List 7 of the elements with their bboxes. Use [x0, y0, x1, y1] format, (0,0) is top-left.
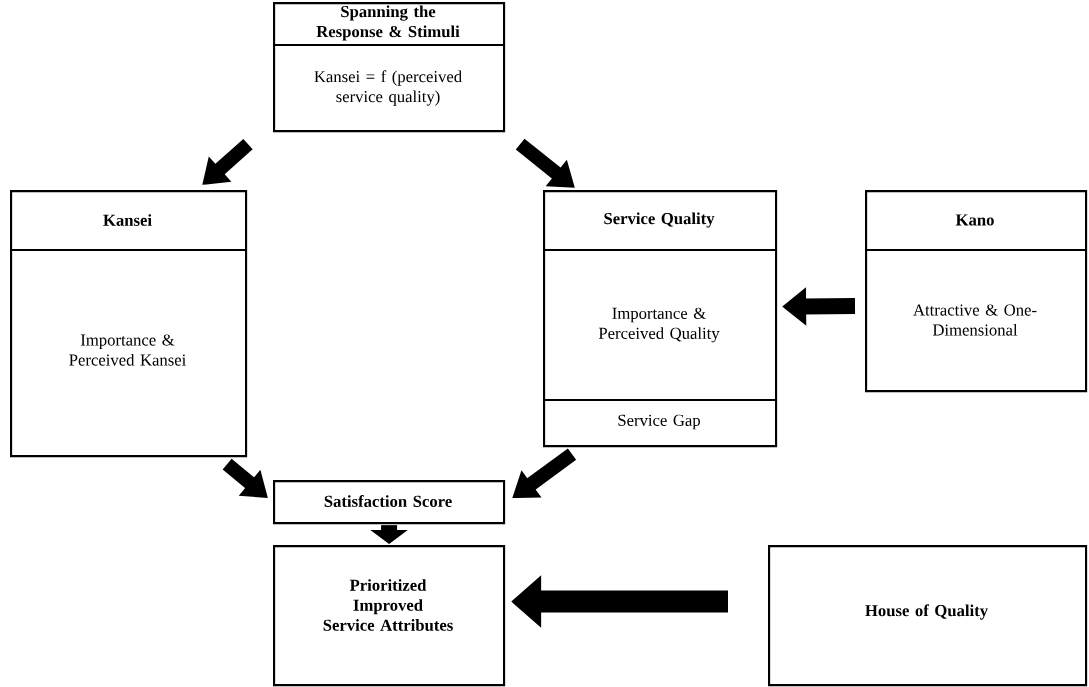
process-box: Satisfaction Score: [273, 480, 506, 525]
section-box: Service Quality Importance & Perceived Quality Service Gap: [542, 190, 778, 448]
process-box: Prioritized Improved Service Attributes: [273, 545, 506, 687]
process-box: House of Quality: [768, 545, 1088, 687]
section-box: Kansei Importance & Perceived Kansei: [9, 190, 248, 458]
section-box: Kano Attractive & One-Dimensional: [864, 190, 1088, 393]
section-box: Spanning the Response & Stimuli Kansei = f (perceived service quality): [272, 2, 506, 133]
